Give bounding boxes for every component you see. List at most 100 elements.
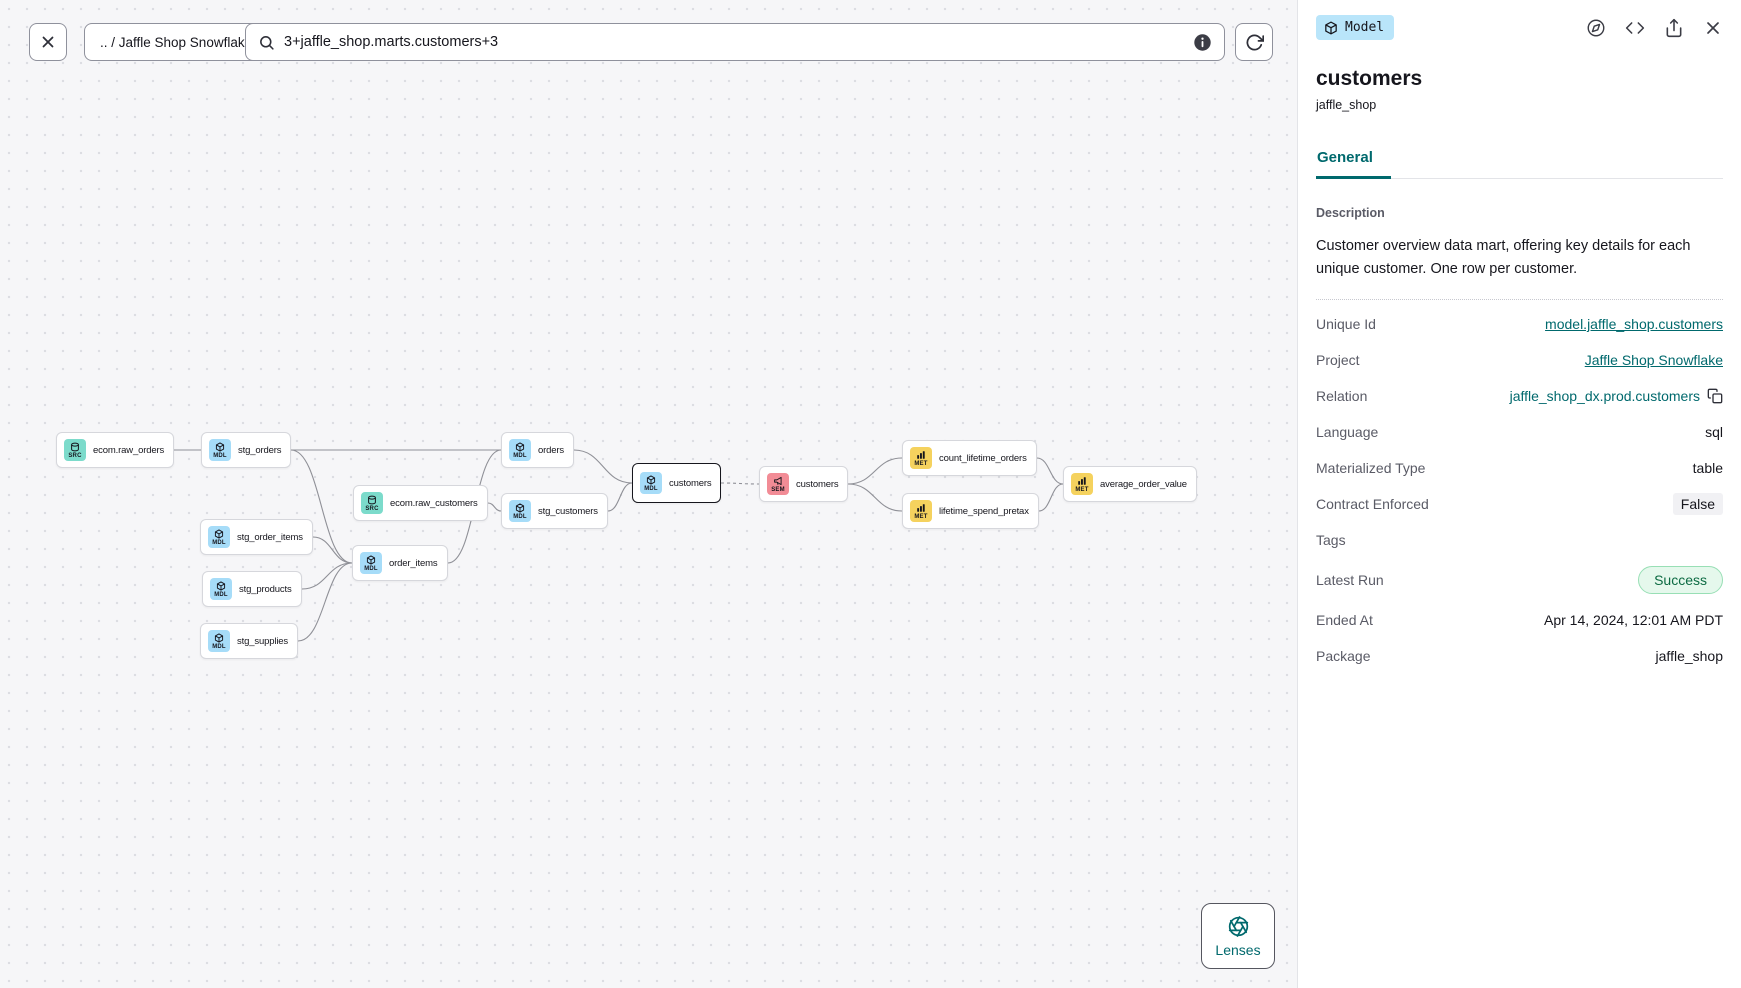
lenses-label: Lenses bbox=[1215, 941, 1261, 958]
graph-node-stg_order_items[interactable]: MDL stg_order_items bbox=[200, 519, 313, 555]
lenses-button[interactable]: Lenses bbox=[1201, 903, 1275, 969]
node-type-tile: MDL bbox=[360, 552, 382, 574]
field-row: Relation jaffle_shop_dx.prod.customers bbox=[1316, 378, 1723, 414]
code-icon[interactable] bbox=[1625, 18, 1645, 38]
node-type-tile: MDL bbox=[509, 439, 531, 461]
model-cube-icon bbox=[646, 474, 656, 485]
field-label: Relation bbox=[1316, 387, 1368, 404]
node-label: customers bbox=[796, 478, 839, 490]
field-label: Project bbox=[1316, 351, 1360, 368]
graph-edge bbox=[297, 562, 353, 642]
divider bbox=[1316, 298, 1723, 300]
package-subtitle: jaffle_shop bbox=[1316, 98, 1377, 112]
graph-node-order_items[interactable]: MDL order_items bbox=[352, 545, 448, 581]
aperture-icon bbox=[1228, 915, 1248, 937]
node-label: stg_customers bbox=[538, 505, 598, 517]
graph-edge bbox=[573, 449, 633, 484]
description-label: Description bbox=[1316, 206, 1385, 220]
field-row: Unique Id model.jaffle_shop.customers bbox=[1316, 306, 1723, 342]
relation-value: jaffle_shop_dx.prod.customers bbox=[1509, 387, 1700, 404]
field-value: jaffle_shop bbox=[1655, 647, 1723, 664]
node-type-tile: MET bbox=[1071, 473, 1093, 495]
refresh-button[interactable] bbox=[1235, 23, 1273, 61]
explore-lineage-icon[interactable] bbox=[1586, 18, 1606, 38]
semantic-megaphone-icon bbox=[774, 476, 782, 485]
field-row: Package jaffle_shop bbox=[1316, 638, 1723, 674]
metric-bars-icon bbox=[1078, 476, 1086, 485]
close-lineage-button[interactable] bbox=[29, 23, 67, 61]
node-type-tile: MET bbox=[910, 500, 932, 522]
graph-edge bbox=[1038, 483, 1064, 512]
model-cube-icon bbox=[215, 441, 225, 452]
close-icon[interactable] bbox=[1703, 18, 1723, 38]
field-value: jaffle_shop_dx.prod.customers bbox=[1510, 388, 1723, 404]
description-text: Customer overview data mart, offering ke… bbox=[1316, 238, 1691, 278]
field-label: Language bbox=[1316, 423, 1379, 440]
graph-edge bbox=[301, 562, 353, 590]
field-row: Project Jaffle Shop Snowflake bbox=[1316, 342, 1723, 378]
close-icon bbox=[42, 36, 54, 48]
graph-edge bbox=[1036, 457, 1064, 485]
model-cube-icon bbox=[214, 528, 224, 539]
node-label: orders bbox=[538, 444, 565, 456]
field-value: Jaffle Shop Snowflake bbox=[1585, 352, 1723, 368]
node-type-tile: MDL bbox=[208, 526, 230, 548]
graph-edge bbox=[847, 457, 903, 485]
node-label: ecom.raw_customers bbox=[390, 497, 478, 509]
field-value: False bbox=[1672, 492, 1723, 515]
field-value-link[interactable]: model.jaffle_shop.customers bbox=[1545, 315, 1723, 332]
graph-edge bbox=[607, 482, 633, 512]
info-icon[interactable] bbox=[1193, 33, 1212, 52]
share-icon[interactable] bbox=[1664, 18, 1684, 38]
tab-general[interactable]: General bbox=[1316, 149, 1391, 179]
node-label: stg_supplies bbox=[237, 635, 289, 647]
metric-bars-icon bbox=[917, 450, 925, 459]
value-pill: False bbox=[1672, 492, 1723, 515]
lineage-search[interactable] bbox=[245, 23, 1225, 61]
field-label: Unique Id bbox=[1316, 315, 1376, 332]
resource-type-label: Model bbox=[1345, 20, 1385, 35]
copy-icon[interactable] bbox=[1707, 388, 1723, 404]
node-label: customers bbox=[669, 477, 712, 489]
field-label: Latest Run bbox=[1316, 571, 1384, 588]
node-type-tile: MDL bbox=[209, 439, 231, 461]
search-input[interactable] bbox=[284, 34, 1184, 50]
node-label: order_items bbox=[389, 557, 438, 569]
node-label: count_lifetime_orders bbox=[939, 452, 1027, 464]
field-label: Ended At bbox=[1316, 611, 1373, 628]
graph-node-orders[interactable]: MDL orders bbox=[501, 432, 575, 468]
model-cube-icon bbox=[1325, 20, 1337, 35]
node-label: stg_products bbox=[239, 583, 292, 595]
node-type-tile: SRC bbox=[64, 439, 86, 461]
model-cube-icon bbox=[214, 632, 224, 643]
resource-type-badge[interactable]: Model bbox=[1316, 15, 1395, 40]
field-value-link[interactable]: Jaffle Shop Snowflake bbox=[1584, 351, 1723, 368]
field-value: model.jaffle_shop.customers bbox=[1545, 316, 1723, 332]
node-label: stg_order_items bbox=[237, 531, 303, 543]
page-title: customers bbox=[1316, 67, 1423, 90]
field-label: Tags bbox=[1316, 531, 1346, 548]
refresh-icon bbox=[1246, 34, 1264, 50]
database-icon bbox=[71, 442, 79, 451]
metric-bars-icon bbox=[917, 503, 925, 512]
lineage-edges bbox=[173, 449, 1064, 642]
field-label: Package bbox=[1316, 647, 1371, 664]
breadcrumb[interactable]: .. / Jaffle Shop Snowflake bbox=[84, 23, 269, 61]
